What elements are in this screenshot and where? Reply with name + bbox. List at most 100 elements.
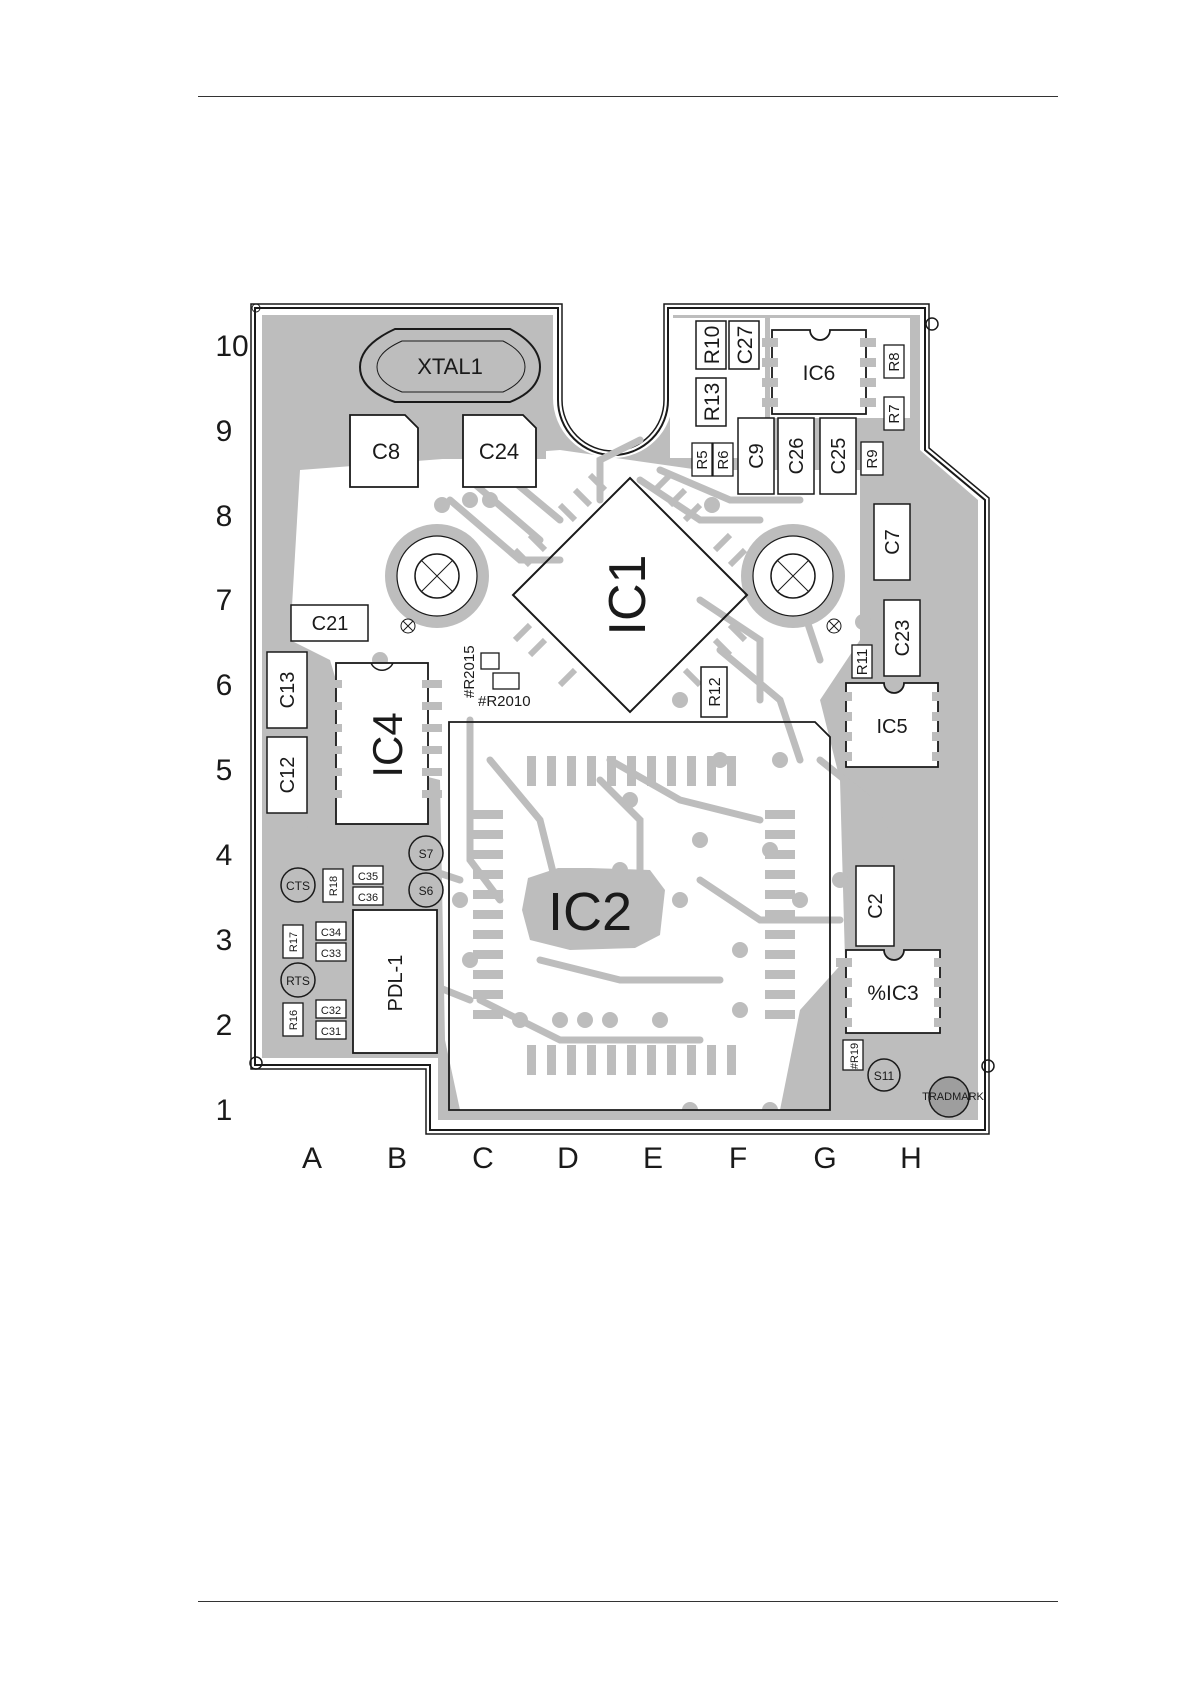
row-label: 7	[216, 584, 233, 617]
r2010-label: #R2010	[478, 693, 531, 710]
c33-label: C33	[321, 948, 341, 960]
c9-label: C9	[746, 443, 768, 469]
s11-label: S11	[874, 1069, 895, 1083]
column-labels: A B C D E F G H	[302, 1142, 922, 1175]
resistor-r10: R10	[696, 321, 726, 369]
capacitor-c21: C21	[291, 605, 368, 641]
xtal1-label: XTAL1	[417, 354, 483, 379]
row-label: 6	[216, 669, 233, 702]
column-label: B	[387, 1142, 407, 1175]
c25-label: C25	[828, 438, 850, 475]
resistor-r19: #R19	[843, 1040, 863, 1070]
r7-label: R7	[886, 404, 903, 423]
r13-label: R13	[701, 383, 724, 422]
c13-label: C13	[277, 672, 299, 709]
trademark-label: TRADMARK	[922, 1091, 984, 1103]
row-label: 3	[216, 924, 233, 957]
resistor-r6: R6	[713, 443, 733, 476]
c34-label: C34	[321, 927, 341, 939]
resistor-r7: R7	[884, 397, 904, 430]
r9-label: R9	[864, 449, 881, 468]
r12-label: R12	[707, 677, 724, 706]
capacitor-c7: C7	[874, 504, 910, 580]
c21-label: C21	[312, 613, 349, 635]
resistor-r9: R9	[861, 442, 883, 475]
ic1-label: IC1	[599, 555, 657, 636]
s6-label: S6	[419, 884, 434, 898]
row-label: 4	[216, 839, 233, 872]
c27-label: C27	[734, 326, 757, 365]
capacitor-c36: C36	[353, 887, 383, 905]
ic3-chip: %IC3	[836, 950, 950, 1033]
capacitor-c32: C32	[316, 1000, 346, 1018]
resistor-r12: R12	[701, 667, 727, 717]
resistor-r5: R5	[692, 443, 712, 476]
s7-label: S7	[419, 847, 434, 861]
r10-label: R10	[701, 326, 724, 365]
capacitor-c27: C27	[729, 321, 759, 369]
row-label: 1	[216, 1094, 233, 1127]
c26-label: C26	[786, 438, 808, 475]
r8-label: R8	[886, 352, 903, 371]
row-label: 9	[216, 415, 233, 448]
c12-label: C12	[277, 757, 299, 794]
c2-label: C2	[865, 893, 887, 919]
r11-label: R11	[854, 649, 871, 675]
capacitor-c2: C2	[856, 866, 894, 946]
capacitor-c26: C26	[778, 418, 814, 494]
r17-label: R17	[288, 932, 300, 952]
pad-cts: CTS	[281, 868, 315, 902]
pdl1-label: PDL-1	[385, 955, 407, 1012]
row-label: 10	[215, 330, 248, 363]
column-label: F	[729, 1142, 747, 1175]
column-label: C	[472, 1142, 494, 1175]
ic3-label: %IC3	[867, 982, 918, 1005]
resistor-r13: R13	[696, 378, 726, 426]
capacitor-c34: C34	[316, 922, 346, 940]
pad-rts: RTS	[281, 963, 315, 997]
cts-label: CTS	[286, 879, 310, 893]
ic6-chip: IC6	[762, 330, 876, 414]
c35-label: C35	[358, 871, 378, 883]
c24-label: C24	[479, 439, 519, 464]
c31-label: C31	[321, 1026, 341, 1038]
c23-label: C23	[892, 620, 914, 657]
c8-label: C8	[372, 439, 400, 464]
ic2-label: IC2	[548, 882, 632, 942]
capacitor-c25: C25	[820, 418, 856, 494]
row-label: 5	[216, 754, 233, 787]
rts-label: RTS	[286, 974, 310, 988]
r16-label: R16	[288, 1010, 300, 1030]
row-labels: 10 9 8 7 6 5 4 3 2 1	[215, 330, 248, 1127]
column-label: E	[643, 1142, 663, 1175]
column-label: D	[557, 1142, 579, 1175]
ic4-chip: IC4	[322, 663, 442, 824]
switch-s6: S6	[409, 873, 443, 907]
r18-label: R18	[328, 876, 340, 896]
pdl1-component: PDL-1	[353, 910, 437, 1053]
switch-s11: S11	[868, 1059, 900, 1091]
capacitor-c12: C12	[267, 737, 307, 813]
row-label: 2	[216, 1009, 233, 1042]
resistor-r17: R17	[283, 925, 303, 958]
r5-label: R5	[694, 450, 711, 469]
r19-label: #R19	[849, 1043, 861, 1069]
switch-s7: S7	[409, 836, 443, 870]
column-label: A	[302, 1142, 322, 1175]
ic5-chip: IC5	[836, 683, 948, 767]
capacitor-c33: C33	[316, 943, 346, 961]
capacitor-c9: C9	[738, 418, 774, 494]
capacitor-c13: C13	[267, 652, 307, 728]
ic4-label: IC4	[364, 712, 411, 777]
column-label: G	[813, 1142, 836, 1175]
row-label: 8	[216, 500, 233, 533]
resistor-r8: R8	[884, 345, 904, 378]
capacitor-c23: C23	[884, 600, 920, 676]
c36-label: C36	[358, 892, 378, 904]
ic6-label: IC6	[803, 362, 836, 385]
r6-label: R6	[715, 450, 732, 469]
resistor-r18: R18	[323, 869, 343, 902]
capacitor-c31: C31	[316, 1021, 346, 1039]
mounting-hole-left	[385, 524, 489, 628]
